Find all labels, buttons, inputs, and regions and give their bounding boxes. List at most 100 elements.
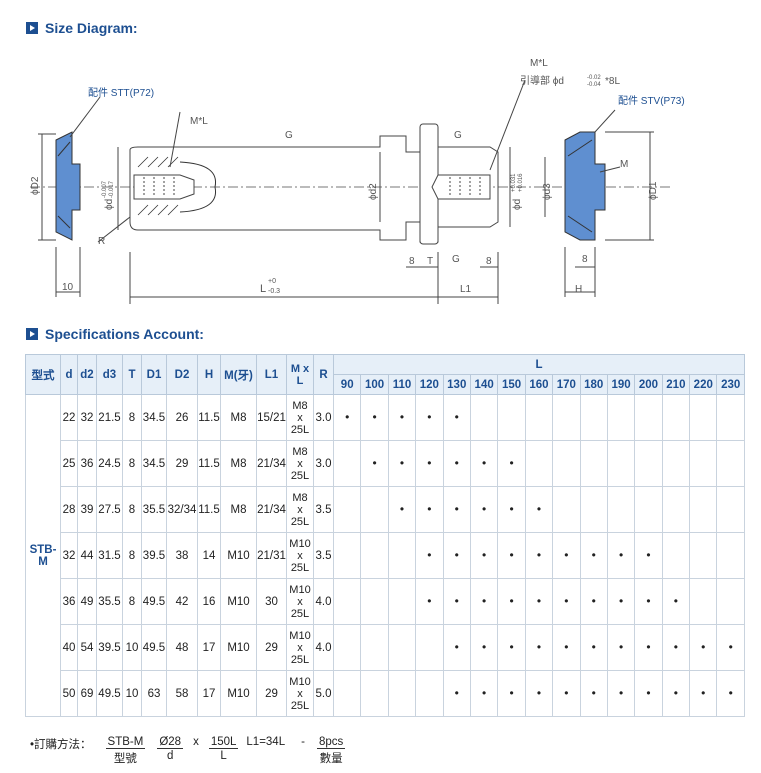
col-header-D1: D1 — [141, 354, 167, 395]
availability-dot: • — [701, 640, 706, 654]
availability-cell — [387, 578, 417, 625]
MxL-part: x — [297, 411, 303, 424]
availability-cell — [606, 440, 636, 487]
availability-dot: • — [454, 548, 459, 562]
availability-dot: • — [372, 410, 377, 424]
availability-cell — [360, 624, 389, 671]
availability-cell — [415, 670, 444, 717]
stv-label: 配件 STV(P73) — [618, 95, 685, 107]
phi-d-right: ϕd — [512, 199, 523, 210]
availability-cell — [716, 578, 745, 625]
availability-cell: • — [442, 486, 471, 533]
availability-cell: • — [497, 532, 526, 579]
availability-dot: • — [345, 410, 350, 424]
MxL-part: x — [297, 503, 303, 516]
availability-dot: • — [536, 640, 542, 654]
L-value-header: 200 — [634, 374, 663, 395]
g-left-label: G — [285, 130, 293, 141]
availability-dot: • — [454, 410, 459, 424]
availability-cell: • — [415, 394, 444, 441]
cell-D1: 63 — [141, 670, 167, 717]
cell-M: M10 — [220, 670, 257, 717]
availability-dot: • — [454, 686, 459, 700]
availability-cell — [524, 394, 554, 441]
MxL-part: M10 — [289, 537, 311, 550]
cell-H: 14 — [197, 532, 221, 579]
availability-dot: • — [509, 594, 514, 608]
availability-dot: • — [454, 456, 459, 470]
availability-cell: • — [497, 486, 526, 533]
availability-cell: • — [524, 532, 554, 579]
availability-cell: • — [579, 670, 608, 717]
availability-cell — [360, 486, 389, 533]
col-header-H: H — [197, 354, 221, 395]
availability-dot: • — [427, 456, 432, 470]
availability-dot: • — [482, 686, 487, 700]
availability-cell: • — [469, 486, 499, 533]
order-sep-x: x — [193, 736, 199, 748]
cell-L1: 29 — [256, 670, 287, 717]
MxL-part: 25L — [290, 561, 310, 574]
cell-d3: 39.5 — [96, 624, 123, 671]
availability-dot: • — [536, 502, 542, 516]
availability-dot: • — [509, 502, 514, 516]
cell-L1: 15/21 — [256, 394, 287, 441]
availability-cell: • — [579, 532, 608, 579]
availability-cell — [332, 624, 362, 671]
L-value-header: 120 — [415, 374, 444, 395]
L-value-header: 210 — [661, 374, 691, 395]
col-header-L1: L1 — [256, 354, 287, 395]
M-label: M — [620, 159, 628, 170]
availability-cell: • — [360, 440, 389, 487]
availability-cell — [661, 532, 691, 579]
availability-cell — [415, 624, 444, 671]
dim-T: T — [427, 256, 433, 267]
availability-cell: • — [469, 624, 499, 671]
cell-R: 4.0 — [313, 578, 334, 625]
availability-cell — [716, 394, 745, 441]
availability-cell: • — [661, 670, 691, 717]
L-value-header: 160 — [524, 374, 554, 395]
col-header-d: d — [60, 354, 78, 395]
availability-cell: • — [634, 670, 663, 717]
availability-cell — [689, 394, 718, 441]
dim-L: L — [260, 283, 266, 295]
availability-cell — [606, 394, 636, 441]
availability-cell — [606, 486, 636, 533]
availability-cell: • — [552, 578, 581, 625]
spec-table: 型式 d d2 d3 T D1 D2 H M(牙) L1 M x L R L 9… — [25, 354, 745, 717]
col-header-T: T — [122, 354, 142, 395]
availability-cell: • — [606, 532, 636, 579]
availability-dot: • — [591, 640, 596, 654]
availability-dot: • — [482, 502, 487, 516]
dim-L1: L1 — [460, 284, 472, 295]
cell-d2: 54 — [77, 624, 97, 671]
availability-dot: • — [646, 686, 651, 700]
availability-cell — [634, 440, 663, 487]
g-bottom-label: G — [452, 254, 460, 265]
MxL-part: 25L — [290, 653, 310, 666]
availability-cell: • — [387, 440, 417, 487]
cell-T: 8 — [122, 486, 142, 533]
availability-cell — [497, 394, 526, 441]
phi-d3-label: ϕd3 — [542, 183, 553, 200]
L-value-header: 220 — [689, 374, 718, 395]
availability-cell — [689, 532, 718, 579]
cell-R: 3.5 — [313, 486, 334, 533]
availability-cell — [360, 670, 389, 717]
availability-cell: • — [442, 624, 471, 671]
availability-cell — [661, 394, 691, 441]
MxL-part: M10 — [289, 629, 311, 642]
cell-D2: 38 — [166, 532, 198, 579]
L-value-header: 230 — [716, 374, 745, 395]
availability-dot: • — [591, 548, 596, 562]
order-sep-dash: - — [301, 736, 305, 748]
cell-D1: 39.5 — [141, 532, 167, 579]
availability-cell — [360, 532, 389, 579]
arrow-bullet-icon — [26, 328, 38, 340]
MxL-part: M10 — [289, 675, 311, 688]
availability-dot: • — [564, 686, 569, 700]
